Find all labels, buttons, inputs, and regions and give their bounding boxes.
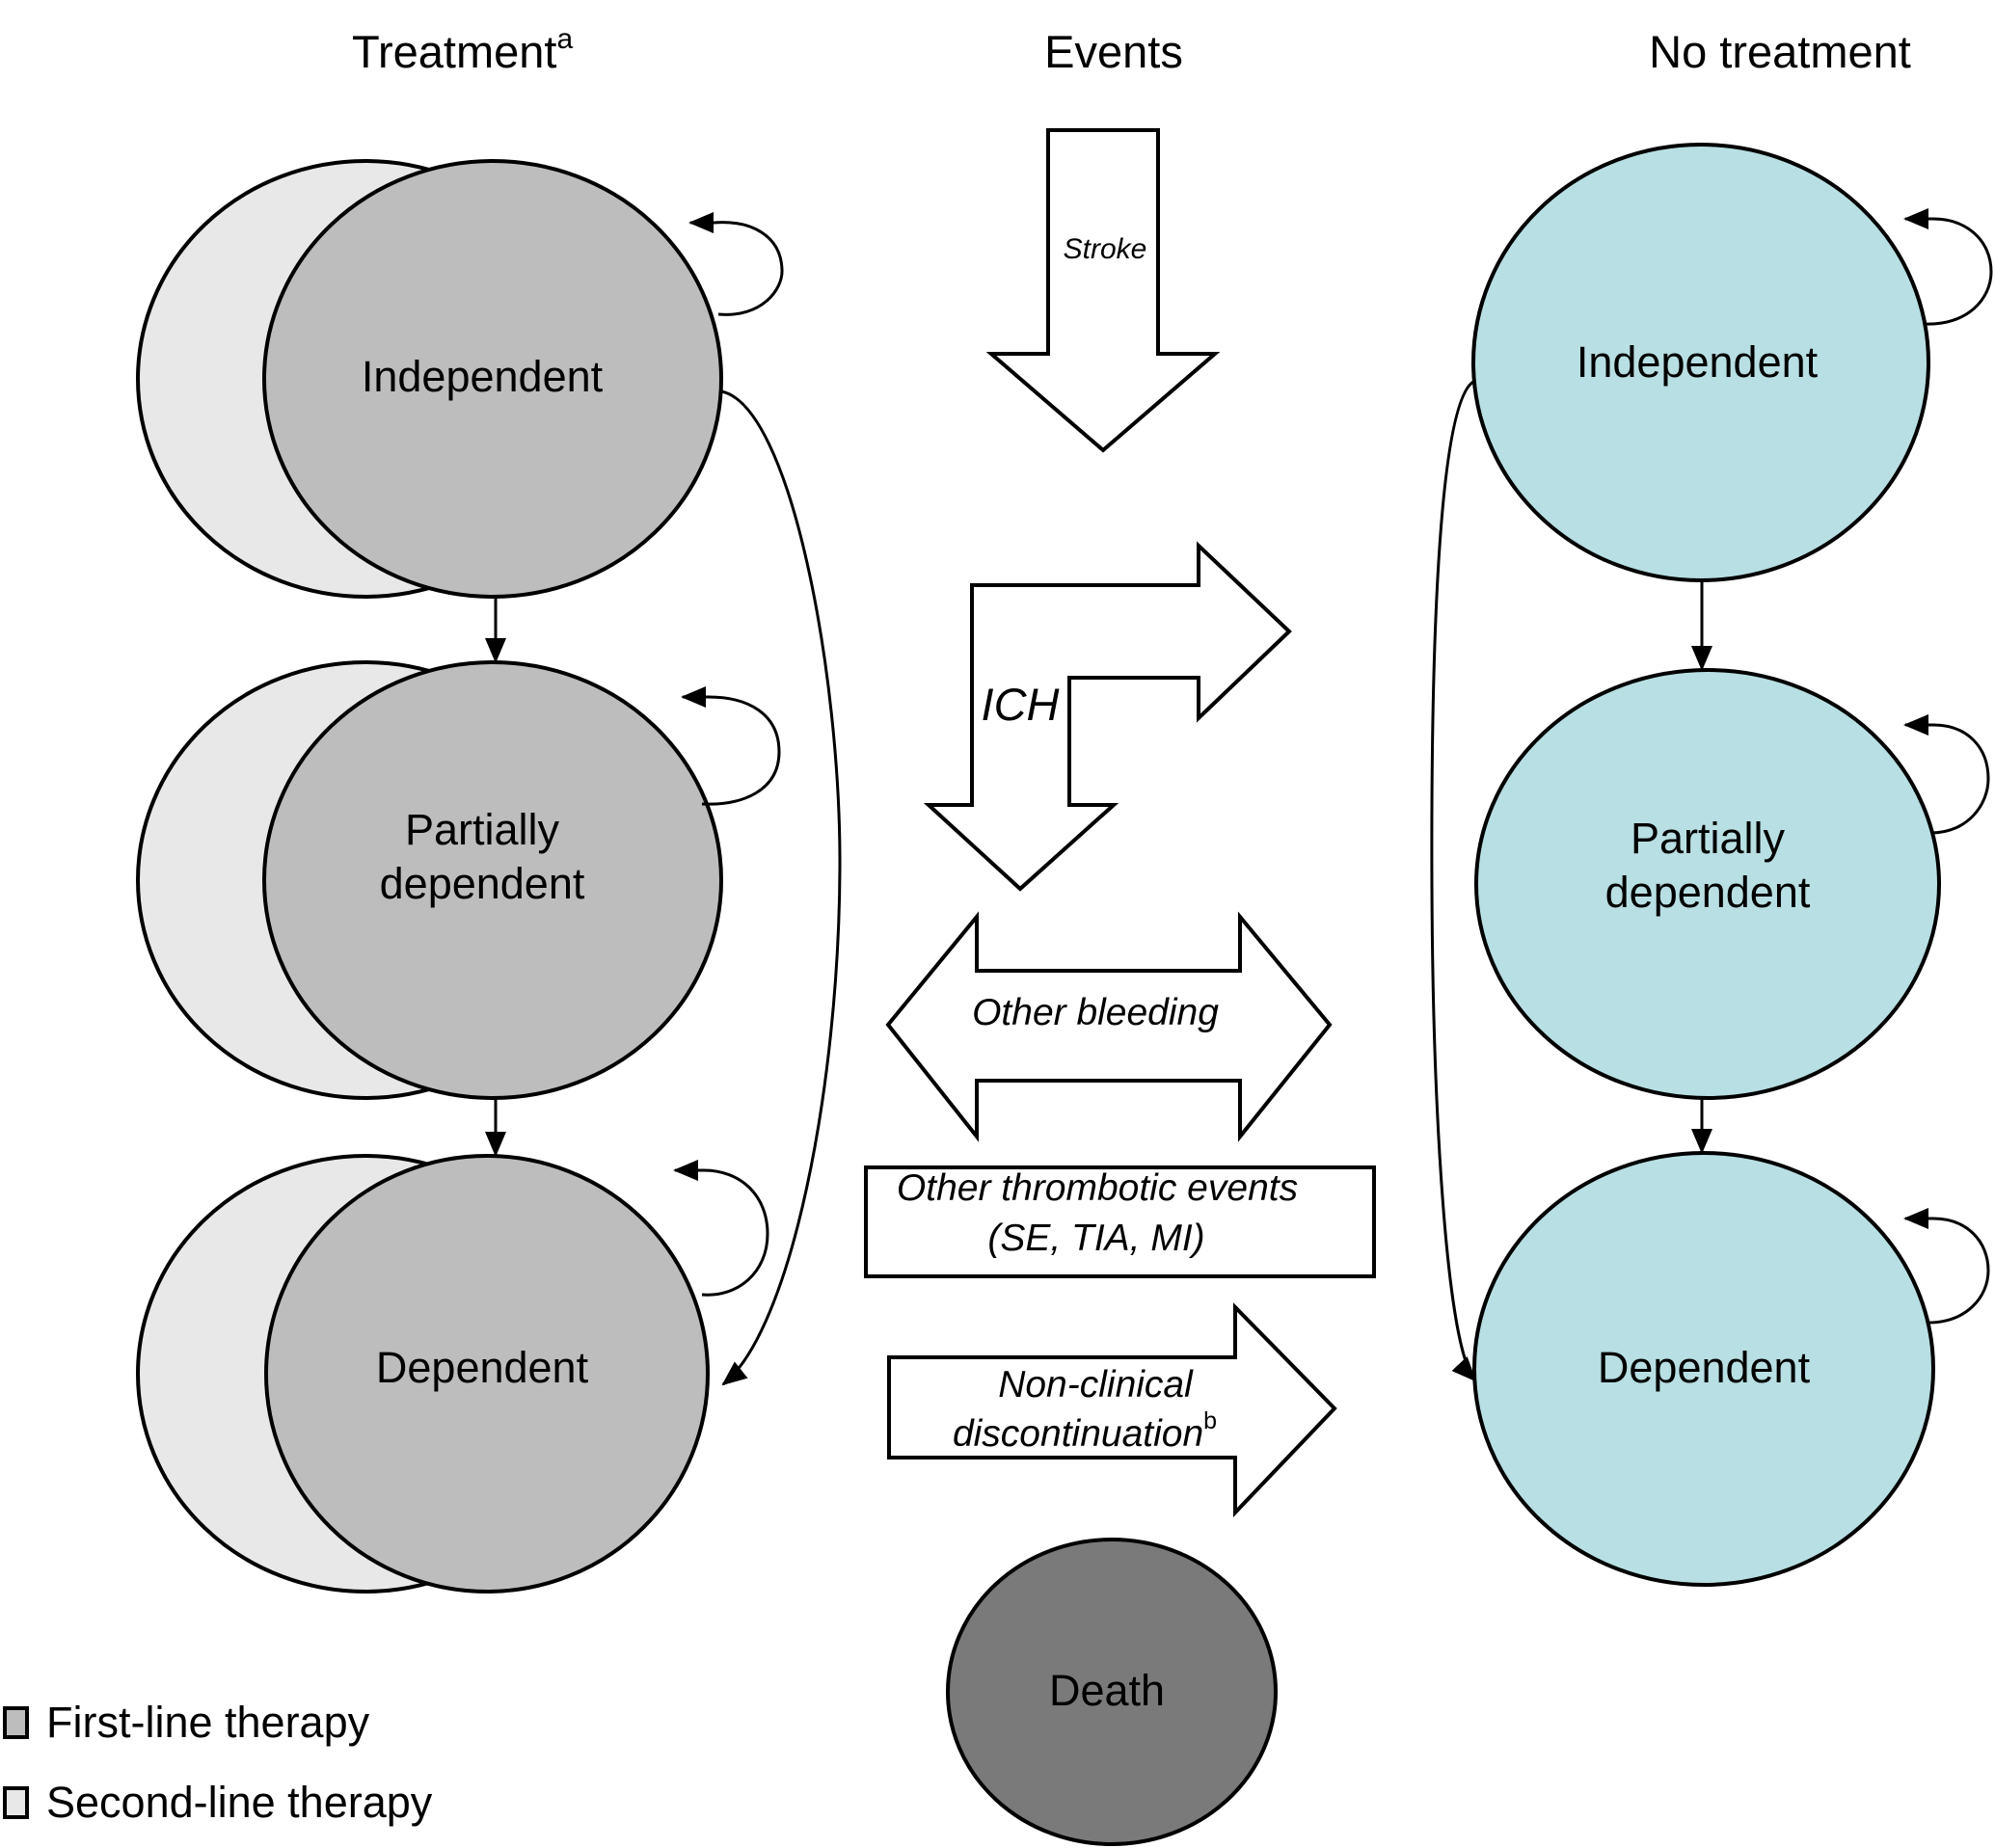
- no-treatment-header: No treatment: [1649, 26, 1911, 77]
- event-stroke: Stroke: [985, 128, 1221, 453]
- ich-label: ICH: [982, 679, 1060, 730]
- event-non-clinical-discontinuation: Non-clinical discontinuationb: [887, 1302, 1337, 1517]
- state-label: Independent: [1577, 337, 1819, 387]
- nt-arrow-independent-to-dependent: [1430, 380, 1477, 1382]
- treatment-state-partially-dependent: Partially dependent: [136, 660, 723, 1100]
- no-treatment-state-independent: Independent: [1471, 143, 1930, 582]
- nt-self-loop-dependent-icon: [1903, 1208, 1990, 1325]
- legend-swatch-second-line: [3, 1786, 29, 1819]
- death-circle: [946, 1538, 1278, 1846]
- event-other-bleeding: Other bleeding: [885, 911, 1333, 1142]
- state-label: Dependent: [376, 1343, 589, 1392]
- treatment-state-dependent: Dependent: [136, 1154, 710, 1594]
- state-label: Independent: [362, 352, 604, 401]
- other-bleeding-label: Other bleeding: [972, 992, 1219, 1033]
- discontinuation-footnote-b: b: [1203, 1407, 1217, 1434]
- discontinuation-label-line2: discontinuationb: [953, 1407, 1217, 1455]
- stroke-down-arrow-icon: [985, 128, 1221, 453]
- nt-self-loop-independent-icon: [1903, 208, 1993, 326]
- arrow-independent-to-dependent: [720, 389, 842, 1386]
- treatment-footnote-a: a: [556, 23, 573, 55]
- state-label-line2: dependent: [380, 859, 585, 908]
- stroke-label: Stroke: [1064, 233, 1147, 265]
- state-label: Dependent: [1598, 1343, 1811, 1392]
- legend-swatch-first-line: [3, 1706, 29, 1739]
- legend: First-line therapy Second-line therapy: [3, 1698, 433, 1827]
- event-other-thrombotic: Other thrombotic events (SE, TIA, MI): [864, 1165, 1376, 1278]
- legend-label-first-line: First-line therapy: [46, 1698, 370, 1747]
- self-loop-dependent-icon: [673, 1160, 769, 1297]
- state-death: Death: [946, 1538, 1278, 1846]
- legend-label-second-line: Second-line therapy: [46, 1778, 433, 1827]
- thrombotic-label-line1: Other thrombotic events: [897, 1167, 1298, 1209]
- self-loop-independent-icon: [688, 212, 784, 316]
- treatment-state-independent: Independent: [136, 159, 723, 599]
- discontinuation-right-arrow-icon: [887, 1302, 1337, 1517]
- discontinuation-label-line1: Non-clinical: [998, 1364, 1194, 1406]
- no-treatment-state-partially-dependent: Partially dependent: [1474, 668, 1941, 1100]
- state-label-line2: dependent: [1605, 868, 1811, 917]
- thrombotic-events-box: [864, 1165, 1376, 1278]
- other-bleeding-double-arrow-icon: [885, 911, 1333, 1142]
- state-label-line1: Partially: [405, 805, 560, 854]
- self-loop-partial-icon: [681, 686, 781, 806]
- thrombotic-label-line2: (SE, TIA, MI): [987, 1218, 1204, 1259]
- treatment-header: Treatmenta: [352, 23, 573, 77]
- state-label-line1: Partially: [1631, 814, 1786, 863]
- nt-self-loop-partial-icon: [1903, 714, 1990, 835]
- first-line-circle: [262, 159, 723, 599]
- death-label: Death: [1049, 1666, 1165, 1715]
- ich-bent-arrow-icon: [923, 541, 1292, 892]
- no-treatment-state-dependent: Dependent: [1472, 1151, 1935, 1587]
- event-ich: ICH: [923, 541, 1292, 892]
- events-header: Events: [1044, 26, 1183, 77]
